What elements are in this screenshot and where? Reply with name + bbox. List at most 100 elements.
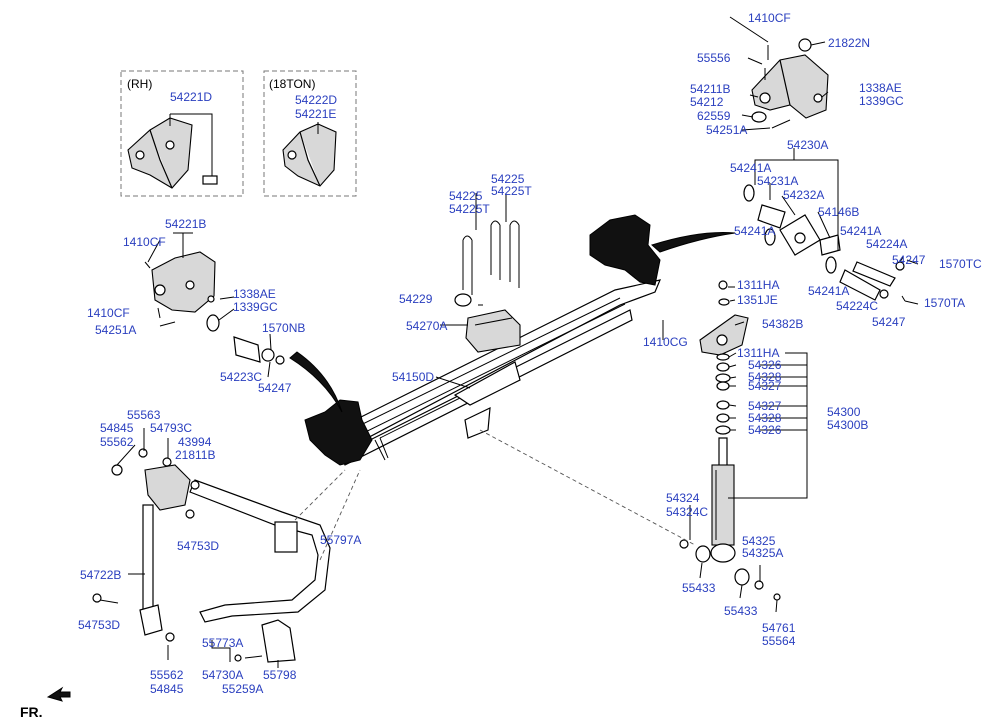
label-54382b[interactable]: 54382B: [762, 317, 803, 331]
label-55433-2[interactable]: 55433: [724, 604, 758, 618]
label-54241a-2[interactable]: 54241A: [734, 224, 775, 238]
label-55797a[interactable]: 55797A: [320, 533, 361, 547]
label-54225t-1[interactable]: 54225T: [491, 184, 532, 198]
label-54793c[interactable]: 54793C: [150, 421, 192, 435]
label-1311ha-mid[interactable]: 1311HA: [737, 346, 779, 360]
label-1338ae-top[interactable]: 1338AE: [859, 81, 902, 95]
label-54325a[interactable]: 54325A: [742, 546, 783, 560]
label-54326-2[interactable]: 54326: [748, 423, 782, 437]
label-54225t-2[interactable]: 54225T: [449, 202, 490, 216]
label-54328-1[interactable]: 54328: [748, 370, 782, 384]
label-54224a[interactable]: 54224A: [866, 237, 907, 251]
label-54232a[interactable]: 54232A: [783, 188, 824, 202]
rear-hanger-black: [589, 214, 661, 286]
label-55556[interactable]: 55556: [697, 51, 731, 65]
mid-bracket: [144, 251, 220, 332]
label-54845-2[interactable]: 54845: [150, 682, 184, 696]
label-54225-2[interactable]: 54225: [449, 189, 483, 203]
label-54845-1[interactable]: 54845: [100, 421, 134, 435]
label-54326-1[interactable]: 54326: [748, 358, 782, 372]
label-54150d[interactable]: 54150D: [392, 370, 434, 384]
label-1339gc-top[interactable]: 1339GC: [859, 94, 904, 108]
label-54324[interactable]: 54324: [666, 491, 700, 505]
label-54270a[interactable]: 54270A: [406, 319, 447, 333]
label-55433-1[interactable]: 55433: [682, 581, 716, 595]
front-hanger-black: [304, 399, 373, 466]
label-1570tc[interactable]: 1570TC: [939, 257, 982, 271]
label-1570nb[interactable]: 1570NB: [262, 321, 305, 335]
label-54247-1[interactable]: 54247: [892, 253, 926, 267]
black-arrow-top: [650, 232, 736, 253]
front-hanger-bracket: [751, 38, 829, 129]
shock-washers: [715, 353, 731, 435]
label-54251a-mid[interactable]: 54251A: [95, 323, 136, 337]
label-54325[interactable]: 54325: [742, 534, 776, 548]
label-1311ha-top[interactable]: 1311HA: [737, 278, 779, 292]
label-55773a[interactable]: 55773A: [202, 636, 243, 650]
label-55562-1[interactable]: 55562: [100, 435, 134, 449]
label-1410cf-top[interactable]: 1410CF: [748, 11, 791, 25]
label-54230a[interactable]: 54230A: [787, 138, 828, 152]
label-54241a-4[interactable]: 54241A: [808, 284, 849, 298]
label-54251a-top[interactable]: 54251A: [706, 123, 747, 137]
dash-stab-spring: [319, 469, 361, 561]
label-54224c[interactable]: 54224C: [836, 299, 878, 313]
label-1570ta[interactable]: 1570TA: [924, 296, 965, 310]
label-54241a-3[interactable]: 54241A: [840, 224, 881, 238]
leader-lines: [116, 16, 906, 668]
label-54229[interactable]: 54229: [399, 292, 433, 306]
part-labels: 1410CF 21822N 55556 54211B 54212 1338AE …: [78, 11, 982, 696]
label-1339gc-mid[interactable]: 1339GC: [233, 300, 278, 314]
label-54221d[interactable]: 54221D: [170, 90, 212, 104]
fr-arrow-icon: [46, 686, 71, 702]
label-21811b[interactable]: 21811B: [175, 448, 215, 462]
label-54753d-2[interactable]: 54753D: [78, 618, 120, 632]
label-54146b[interactable]: 54146B: [818, 205, 859, 219]
dash-spring-shock: [479, 429, 696, 546]
rh-note: (RH): [127, 77, 152, 91]
shackle-parts: [743, 184, 919, 305]
label-54222d[interactable]: 54222D: [295, 93, 337, 107]
label-54300[interactable]: 54300: [827, 405, 861, 419]
label-54221e[interactable]: 54221E: [295, 107, 336, 121]
label-21822n[interactable]: 21822N: [828, 36, 870, 50]
black-arrow-left: [289, 351, 343, 413]
label-1351je[interactable]: 1351JE: [737, 293, 778, 307]
stabilizer-bar: [189, 479, 331, 663]
rh-bracket: [127, 117, 218, 189]
label-54223c[interactable]: 54223C: [220, 370, 262, 384]
label-62559[interactable]: 62559: [697, 109, 731, 123]
label-1410cg[interactable]: 1410CG: [643, 335, 688, 349]
label-1338ae-mid[interactable]: 1338AE: [233, 287, 276, 301]
label-54300b[interactable]: 54300B: [827, 418, 868, 432]
label-55798[interactable]: 55798: [263, 668, 297, 682]
label-43994[interactable]: 43994: [178, 435, 212, 449]
label-54247-2[interactable]: 54247: [872, 315, 906, 329]
label-55564[interactable]: 55564: [762, 634, 796, 648]
rh-inset-box: [120, 70, 244, 197]
label-54241a-1[interactable]: 54241A: [730, 161, 771, 175]
label-55563[interactable]: 55563: [127, 408, 161, 422]
label-54247-3[interactable]: 54247: [258, 381, 292, 395]
label-54231a[interactable]: 54231A: [757, 174, 798, 188]
label-54730a[interactable]: 54730A: [202, 668, 243, 682]
label-54221b[interactable]: 54221B: [165, 217, 206, 231]
label-54324c[interactable]: 54324C: [666, 505, 708, 519]
label-1410cf-low[interactable]: 1410CF: [87, 306, 130, 320]
label-54761[interactable]: 54761: [762, 621, 796, 635]
label-54327-1[interactable]: 54327: [748, 379, 782, 393]
fr-note: FR.: [20, 704, 43, 720]
label-54753d-1[interactable]: 54753D: [177, 539, 219, 553]
label-54327-2[interactable]: 54327: [748, 399, 782, 413]
label-1410cf-mid[interactable]: 1410CF: [123, 235, 166, 249]
label-54722b[interactable]: 54722B: [80, 568, 121, 582]
label-55562-2[interactable]: 55562: [150, 668, 184, 682]
label-54225-1[interactable]: 54225: [491, 172, 525, 186]
label-55259a[interactable]: 55259A: [222, 682, 263, 696]
label-54328-2[interactable]: 54328: [748, 411, 782, 425]
u-bolts: [454, 220, 520, 307]
label-54212[interactable]: 54212: [690, 95, 724, 109]
label-54211b[interactable]: 54211B: [690, 82, 730, 96]
18ton-note: (18TON): [269, 77, 315, 91]
18ton-inset-box: [263, 70, 357, 197]
